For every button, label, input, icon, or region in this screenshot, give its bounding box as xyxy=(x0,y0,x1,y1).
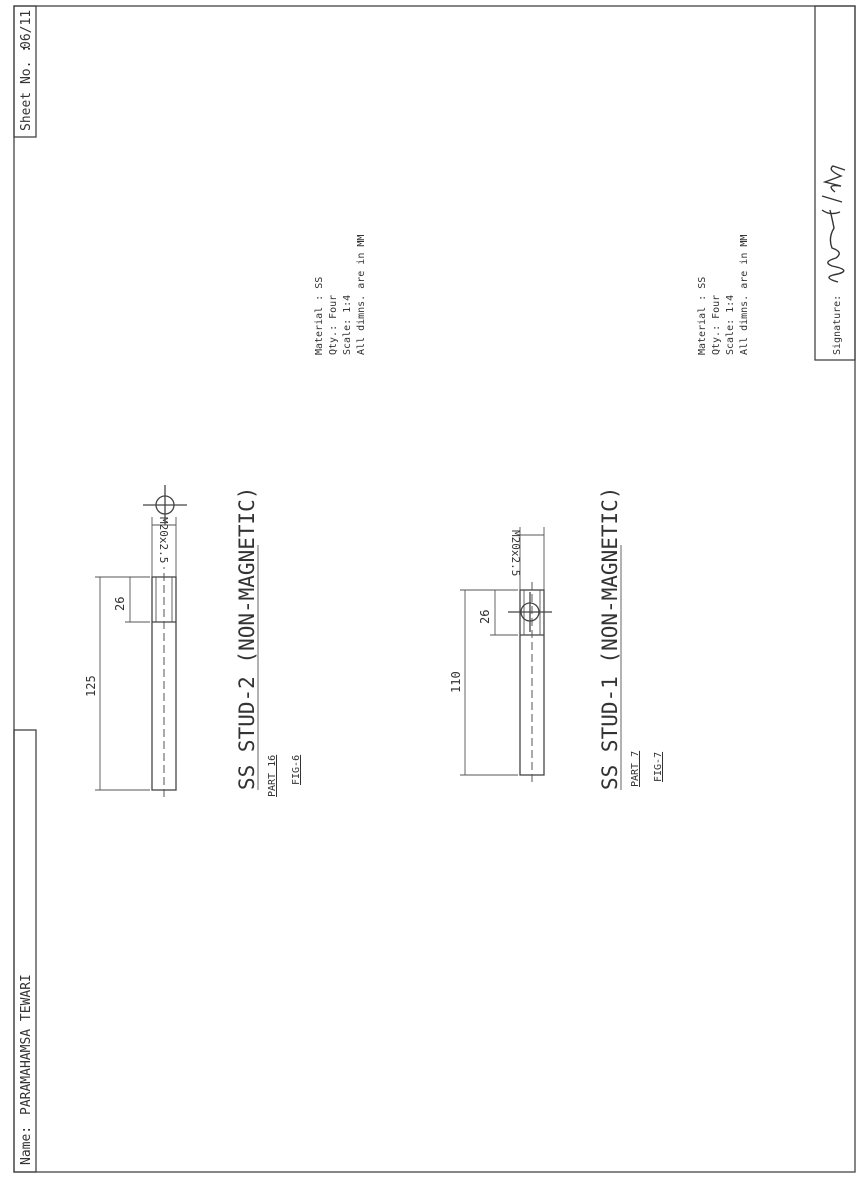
sheet-label: Sheet No. : xyxy=(19,45,34,131)
note-qty: Qty.: Four xyxy=(711,295,722,355)
end-view-crosshair xyxy=(508,592,552,632)
sheet-border xyxy=(13,5,856,1173)
thread-spec: M20x2.5 xyxy=(157,517,170,563)
note-material: Material : SS xyxy=(697,277,708,355)
length-dimension: 110 xyxy=(449,671,463,693)
end-view-crosshair xyxy=(143,485,187,525)
note-scale: Scale: 1:4 xyxy=(725,295,736,355)
signature-label: Signature: xyxy=(832,295,843,355)
stud-2-notes: Material : SS Qty.: Four Scale: 1:4 All … xyxy=(314,235,367,355)
note-material: Material : SS xyxy=(314,277,325,355)
stud-1-notes: Material : SS Qty.: Four Scale: 1:4 All … xyxy=(697,235,750,355)
stud-2-view: 125 26 M20x2.5 SS STUD-2 (NON-MAGNETIC) … xyxy=(84,485,302,797)
stud-1-view: 110 26 M20x2.5 SS STUD-1 (NON-MAGNETIC) … xyxy=(449,487,664,790)
thread-spec: M20x2.5 xyxy=(509,530,522,576)
thread-length-dimension: 26 xyxy=(478,610,492,624)
name-value: PARAMAHAMSA TEWARI xyxy=(19,974,34,1115)
length-dimension: 125 xyxy=(84,675,98,697)
stud-2-fig: FIG-6 xyxy=(291,755,302,785)
sheet-value: 06/11 xyxy=(19,10,34,49)
stud-1-part: PART 7 xyxy=(630,751,641,787)
handwritten-signature xyxy=(821,165,846,283)
name-label: Name: xyxy=(19,1126,34,1165)
sheet-number-box: Sheet No. : 06/11 xyxy=(13,5,37,138)
stud-2-part: PART 16 xyxy=(267,755,278,797)
note-units: All dimns. are in MM xyxy=(739,235,750,355)
note-scale: Scale: 1:4 xyxy=(342,295,353,355)
stud-1-fig: FIG-7 xyxy=(653,752,664,782)
name-box: Name: PARAMAHAMSA TEWARI xyxy=(13,729,37,1173)
stud-1-title: SS STUD-1 (NON-MAGNETIC) xyxy=(598,487,622,790)
thread-length-dimension: 26 xyxy=(113,597,127,611)
stud-2-title: SS STUD-2 (NON-MAGNETIC) xyxy=(235,487,259,790)
note-qty: Qty.: Four xyxy=(328,295,339,355)
note-units: All dimns. are in MM xyxy=(356,235,367,355)
signature-box: Signature: xyxy=(814,5,856,361)
